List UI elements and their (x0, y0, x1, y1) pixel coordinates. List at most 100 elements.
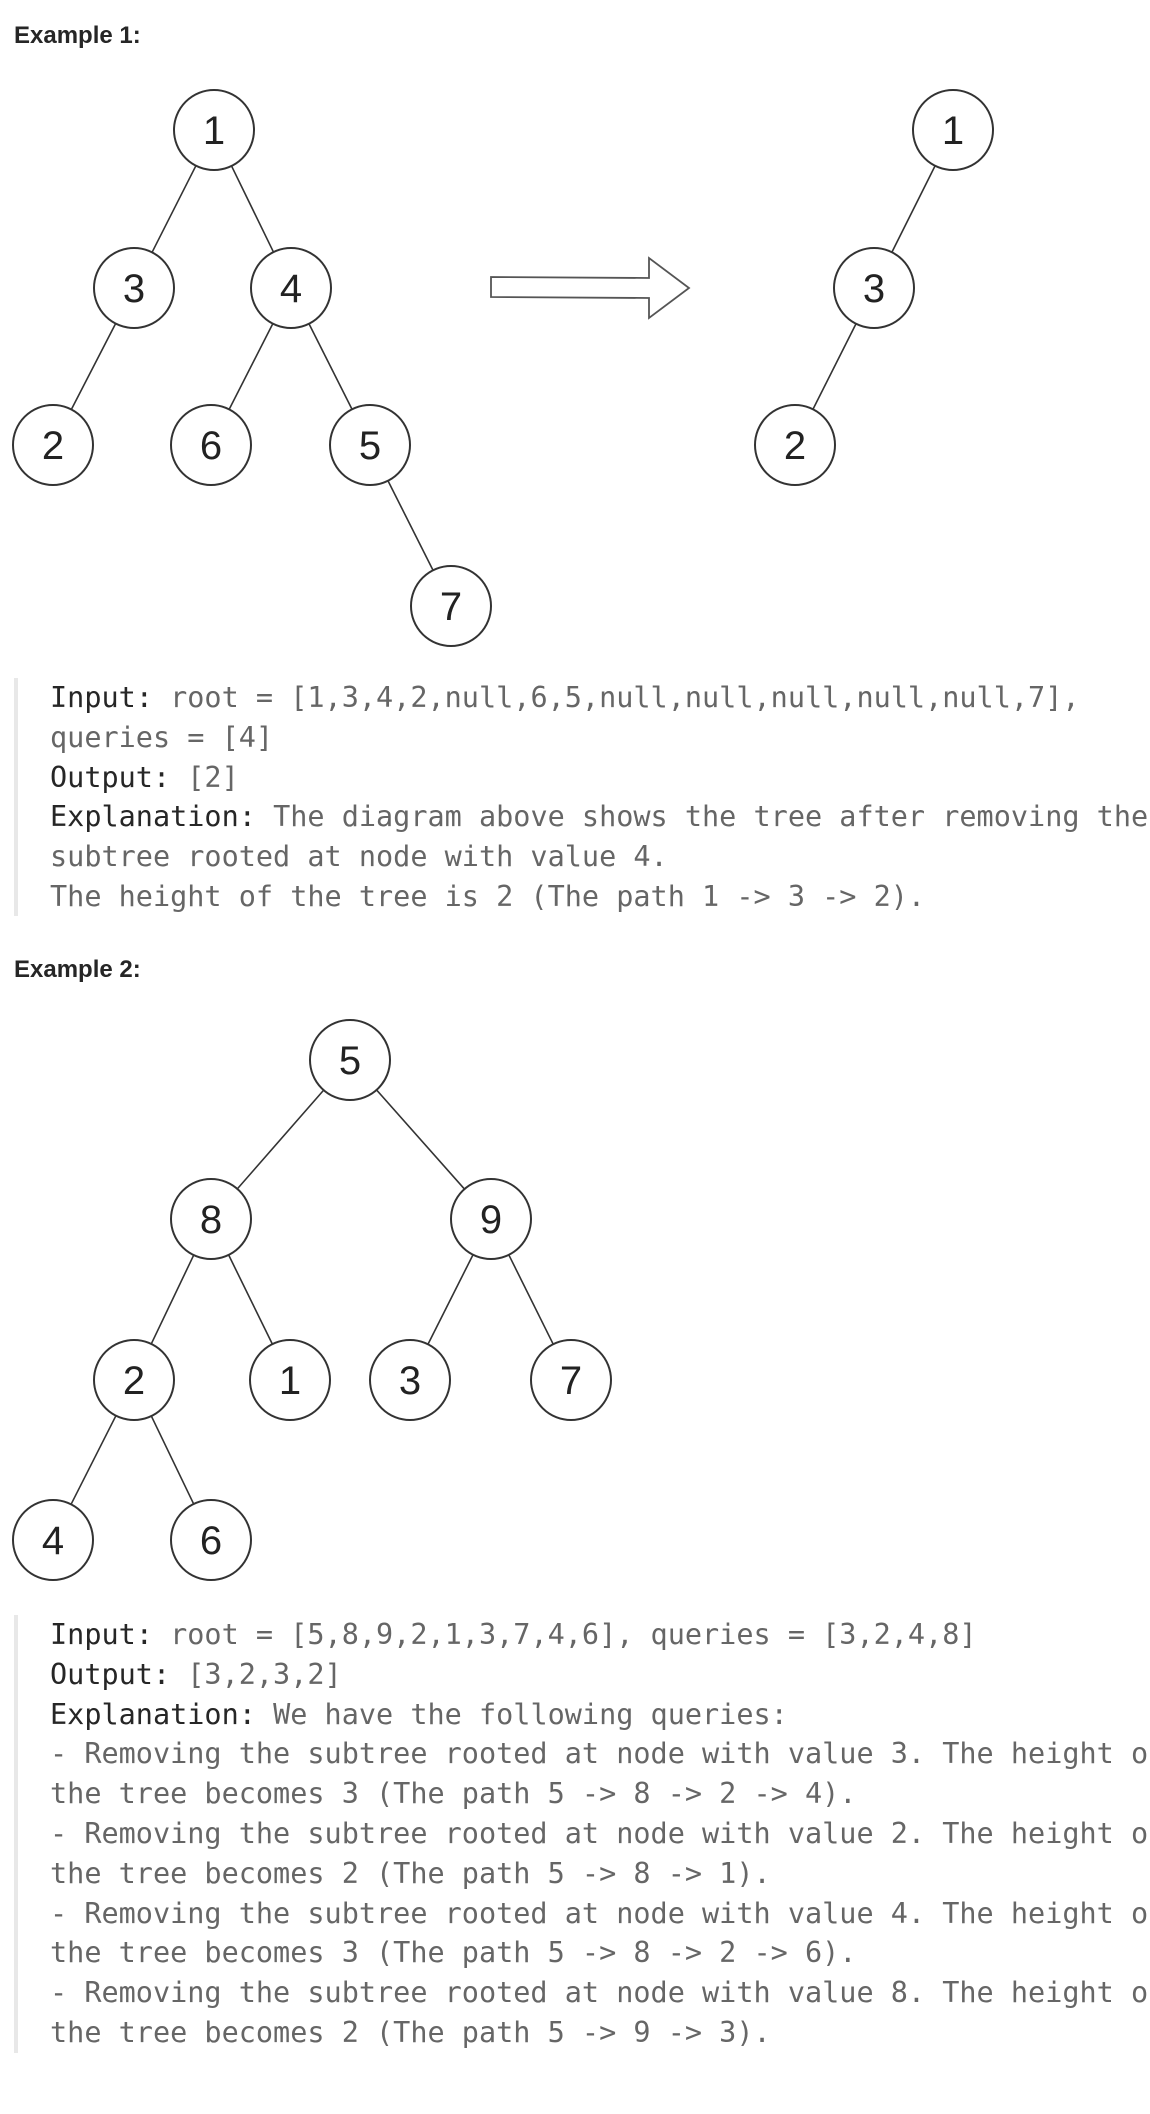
tree-edge (228, 323, 274, 410)
tree-edge (227, 1254, 274, 1345)
code-line: Explanation: We have the following queri… (50, 1695, 1150, 1735)
tree-node: 1 (249, 1339, 331, 1421)
node-circle (912, 89, 994, 171)
tree-edge (387, 480, 434, 571)
code-line: - Removing the subtree rooted at node wi… (50, 1814, 1150, 1854)
code-line-text: subtree rooted at node with value 4. (50, 840, 668, 874)
tree-node: 7 (410, 565, 492, 647)
code-line-text: queries = [4] (50, 720, 274, 754)
tree-edge (150, 1415, 195, 1505)
tree-edge (427, 1254, 474, 1345)
example-1-code-block: Input: root = [1,3,4,2,null,6,5,null,nul… (14, 678, 1148, 916)
node-circle (450, 1178, 532, 1260)
tree-node: 5 (309, 1019, 391, 1101)
tree-node: 3 (833, 247, 915, 329)
node-circle (833, 247, 915, 329)
code-line-label: Output: (50, 760, 171, 794)
node-value: 4 (280, 267, 302, 311)
tree-node: 2 (12, 404, 94, 486)
tree-node: 8 (170, 1178, 252, 1260)
node-circle (329, 404, 411, 486)
code-line: Explanation: The diagram above shows the… (50, 797, 1148, 837)
node-value: 8 (200, 1198, 222, 1242)
node-circle (249, 1339, 331, 1421)
node-value: 9 (480, 1198, 502, 1242)
tree-edge (230, 165, 275, 253)
node-value: 3 (399, 1359, 421, 1403)
node-circle (410, 565, 492, 647)
code-line: subtree rooted at node with value 4. (50, 837, 1148, 877)
tree-after: 1 3 2 (754, 89, 994, 486)
tree-edge (891, 165, 936, 253)
code-line-text: The diagram above shows the tree after r… (255, 800, 1149, 834)
code-line: the tree becomes 2 (The path 5 -> 8 -> 1… (50, 1854, 1150, 1894)
code-line: Output: [3,2,3,2] (50, 1655, 1150, 1695)
node-circle (530, 1339, 612, 1421)
node-circle (170, 1499, 252, 1581)
example-1-diagram: 1 3 4 2 6 5 7 1 3 2 (12, 89, 994, 647)
node-circle (93, 247, 175, 329)
code-line: - Removing the subtree rooted at node wi… (50, 1734, 1150, 1774)
node-value: 3 (123, 267, 145, 311)
node-circle (173, 89, 255, 171)
tree-node: 2 (93, 1339, 175, 1421)
code-line-text: The height of the tree is 2 (The path 1 … (50, 879, 926, 913)
code-line-text: root = [1,3,4,2,null,6,5,null,null,null,… (152, 681, 1080, 714)
tree-node: 4 (12, 1499, 94, 1581)
code-line: Input: root = [1,3,4,2,null,6,5,null,nul… (50, 678, 1148, 718)
code-line-text: the tree becomes 3 (The path 5 -> 8 -> 2… (50, 1777, 857, 1811)
code-line: - Removing the subtree rooted at node wi… (50, 1894, 1150, 1934)
code-line-text: - Removing the subtree rooted at node wi… (50, 1976, 1150, 2010)
tree-node: 7 (530, 1339, 612, 1421)
code-line: the tree becomes 3 (The path 5 -> 8 -> 2… (50, 1933, 1150, 1973)
node-value: 5 (359, 424, 381, 468)
tree-edge (70, 1415, 117, 1505)
tree-node: 1 (912, 89, 994, 171)
code-line-label: Explanation: (50, 800, 256, 834)
code-line: Output: [2] (50, 758, 1148, 798)
tree-node: 2 (754, 404, 836, 486)
node-circle (369, 1339, 451, 1421)
right-arrow-icon (490, 256, 691, 320)
code-line-text: the tree becomes 3 (The path 5 -> 8 -> 2… (50, 1936, 857, 1970)
node-circle (309, 1019, 391, 1101)
code-line: - Removing the subtree rooted at node wi… (50, 1973, 1150, 2013)
node-value: 2 (123, 1359, 145, 1403)
node-value: 3 (863, 267, 885, 311)
code-line-text: [2] (170, 760, 239, 794)
tree-edge (508, 1254, 554, 1345)
tree-node: 5 (329, 404, 411, 486)
code-line-label: Input: (50, 681, 153, 714)
code-line-text: - Removing the subtree rooted at node wi… (50, 1816, 1150, 1850)
code-line-label: Explanation: (50, 1697, 256, 1731)
node-circle (93, 1339, 175, 1421)
code-line: The height of the tree is 2 (The path 1 … (50, 877, 1148, 917)
code-line-text: We have the following queries: (255, 1697, 788, 1731)
tree-node: 4 (250, 247, 332, 329)
code-line-label: Input: (50, 1618, 153, 1651)
node-value: 6 (200, 424, 222, 468)
node-circle (250, 247, 332, 329)
code-line: Input: root = [5,8,9,2,1,3,7,4,6], queri… (50, 1615, 1150, 1655)
tree-node: 6 (170, 1499, 252, 1581)
node-circle (754, 404, 836, 486)
code-line: the tree becomes 3 (The path 5 -> 8 -> 2… (50, 1774, 1150, 1814)
code-line-text: the tree becomes 2 (The path 5 -> 9 -> 3… (50, 2015, 771, 2049)
code-line: queries = [4] (50, 718, 1148, 758)
node-value: 7 (560, 1359, 582, 1403)
node-value: 2 (784, 424, 806, 468)
node-circle (170, 1178, 252, 1260)
code-line-text: - Removing the subtree rooted at node wi… (50, 1896, 1150, 1930)
code-line-text: the tree becomes 2 (The path 5 -> 8 -> 1… (50, 1856, 771, 1890)
tree-node: 3 (93, 247, 175, 329)
node-value: 5 (339, 1039, 361, 1083)
code-line-label: Output: (50, 1657, 171, 1691)
tree-node: 6 (170, 404, 252, 486)
node-circle (12, 1499, 94, 1581)
tree-node: 3 (369, 1339, 451, 1421)
node-value: 2 (42, 424, 64, 468)
tree-node: 9 (450, 1178, 532, 1260)
node-value: 1 (203, 109, 225, 153)
